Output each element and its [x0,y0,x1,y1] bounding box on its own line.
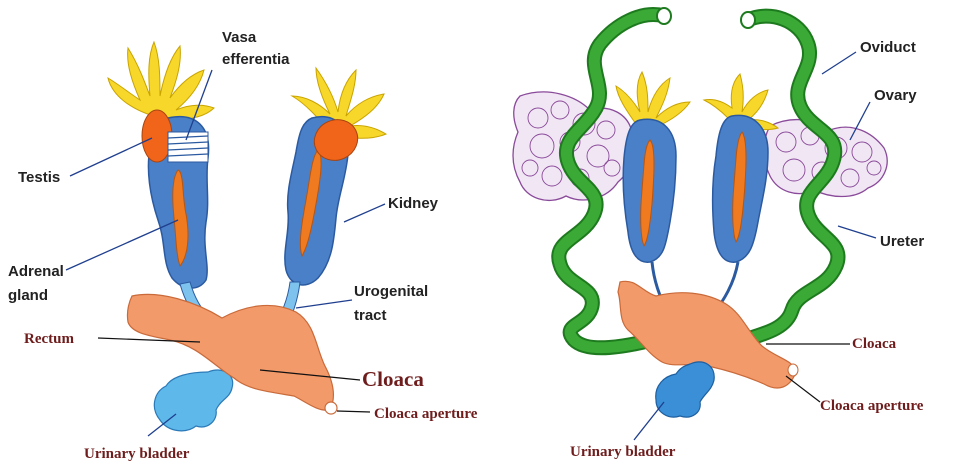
label-urinary-bladder-male: Urinary bladder [84,446,190,462]
label-vasa-line1: Vasa [222,29,257,46]
label-vasa-line2: efferentia [222,51,290,68]
label-rectum: Rectum [24,331,74,347]
label-urogenital-line1: Urogenital [354,283,428,300]
label-oviduct: Oviduct [860,39,916,56]
male-urogenital-system: Vasa efferentia Testis Kidney Adrenal gl… [8,29,478,462]
label-urinary-bladder-female: Urinary bladder [570,444,676,460]
label-cloaca-aperture-female: Cloaca aperture [820,398,924,414]
female-urogenital-system: Oviduct Ovary Ureter Cloaca Cloaca apert… [513,8,924,460]
label-adrenal-line1: Adrenal [8,263,64,280]
label-adrenal-line2: gland [8,287,48,304]
male-vasa-efferentia [168,132,208,162]
label-ureter: Ureter [880,233,924,250]
male-cloaca-aperture [325,402,337,414]
female-cloaca-aperture [788,364,798,376]
female-left-oviduct-opening [657,8,671,24]
label-urogenital-line2: tract [354,307,387,324]
label-cloaca-female: Cloaca [852,336,897,352]
label-cloaca-aperture-male: Cloaca aperture [374,406,478,422]
female-right-oviduct-opening [741,12,755,28]
label-kidney: Kidney [388,195,439,212]
female-urinary-bladder [656,362,714,417]
label-testis: Testis [18,169,60,186]
label-ovary: Ovary [874,87,917,104]
label-cloaca-male: Cloaca [362,367,424,391]
